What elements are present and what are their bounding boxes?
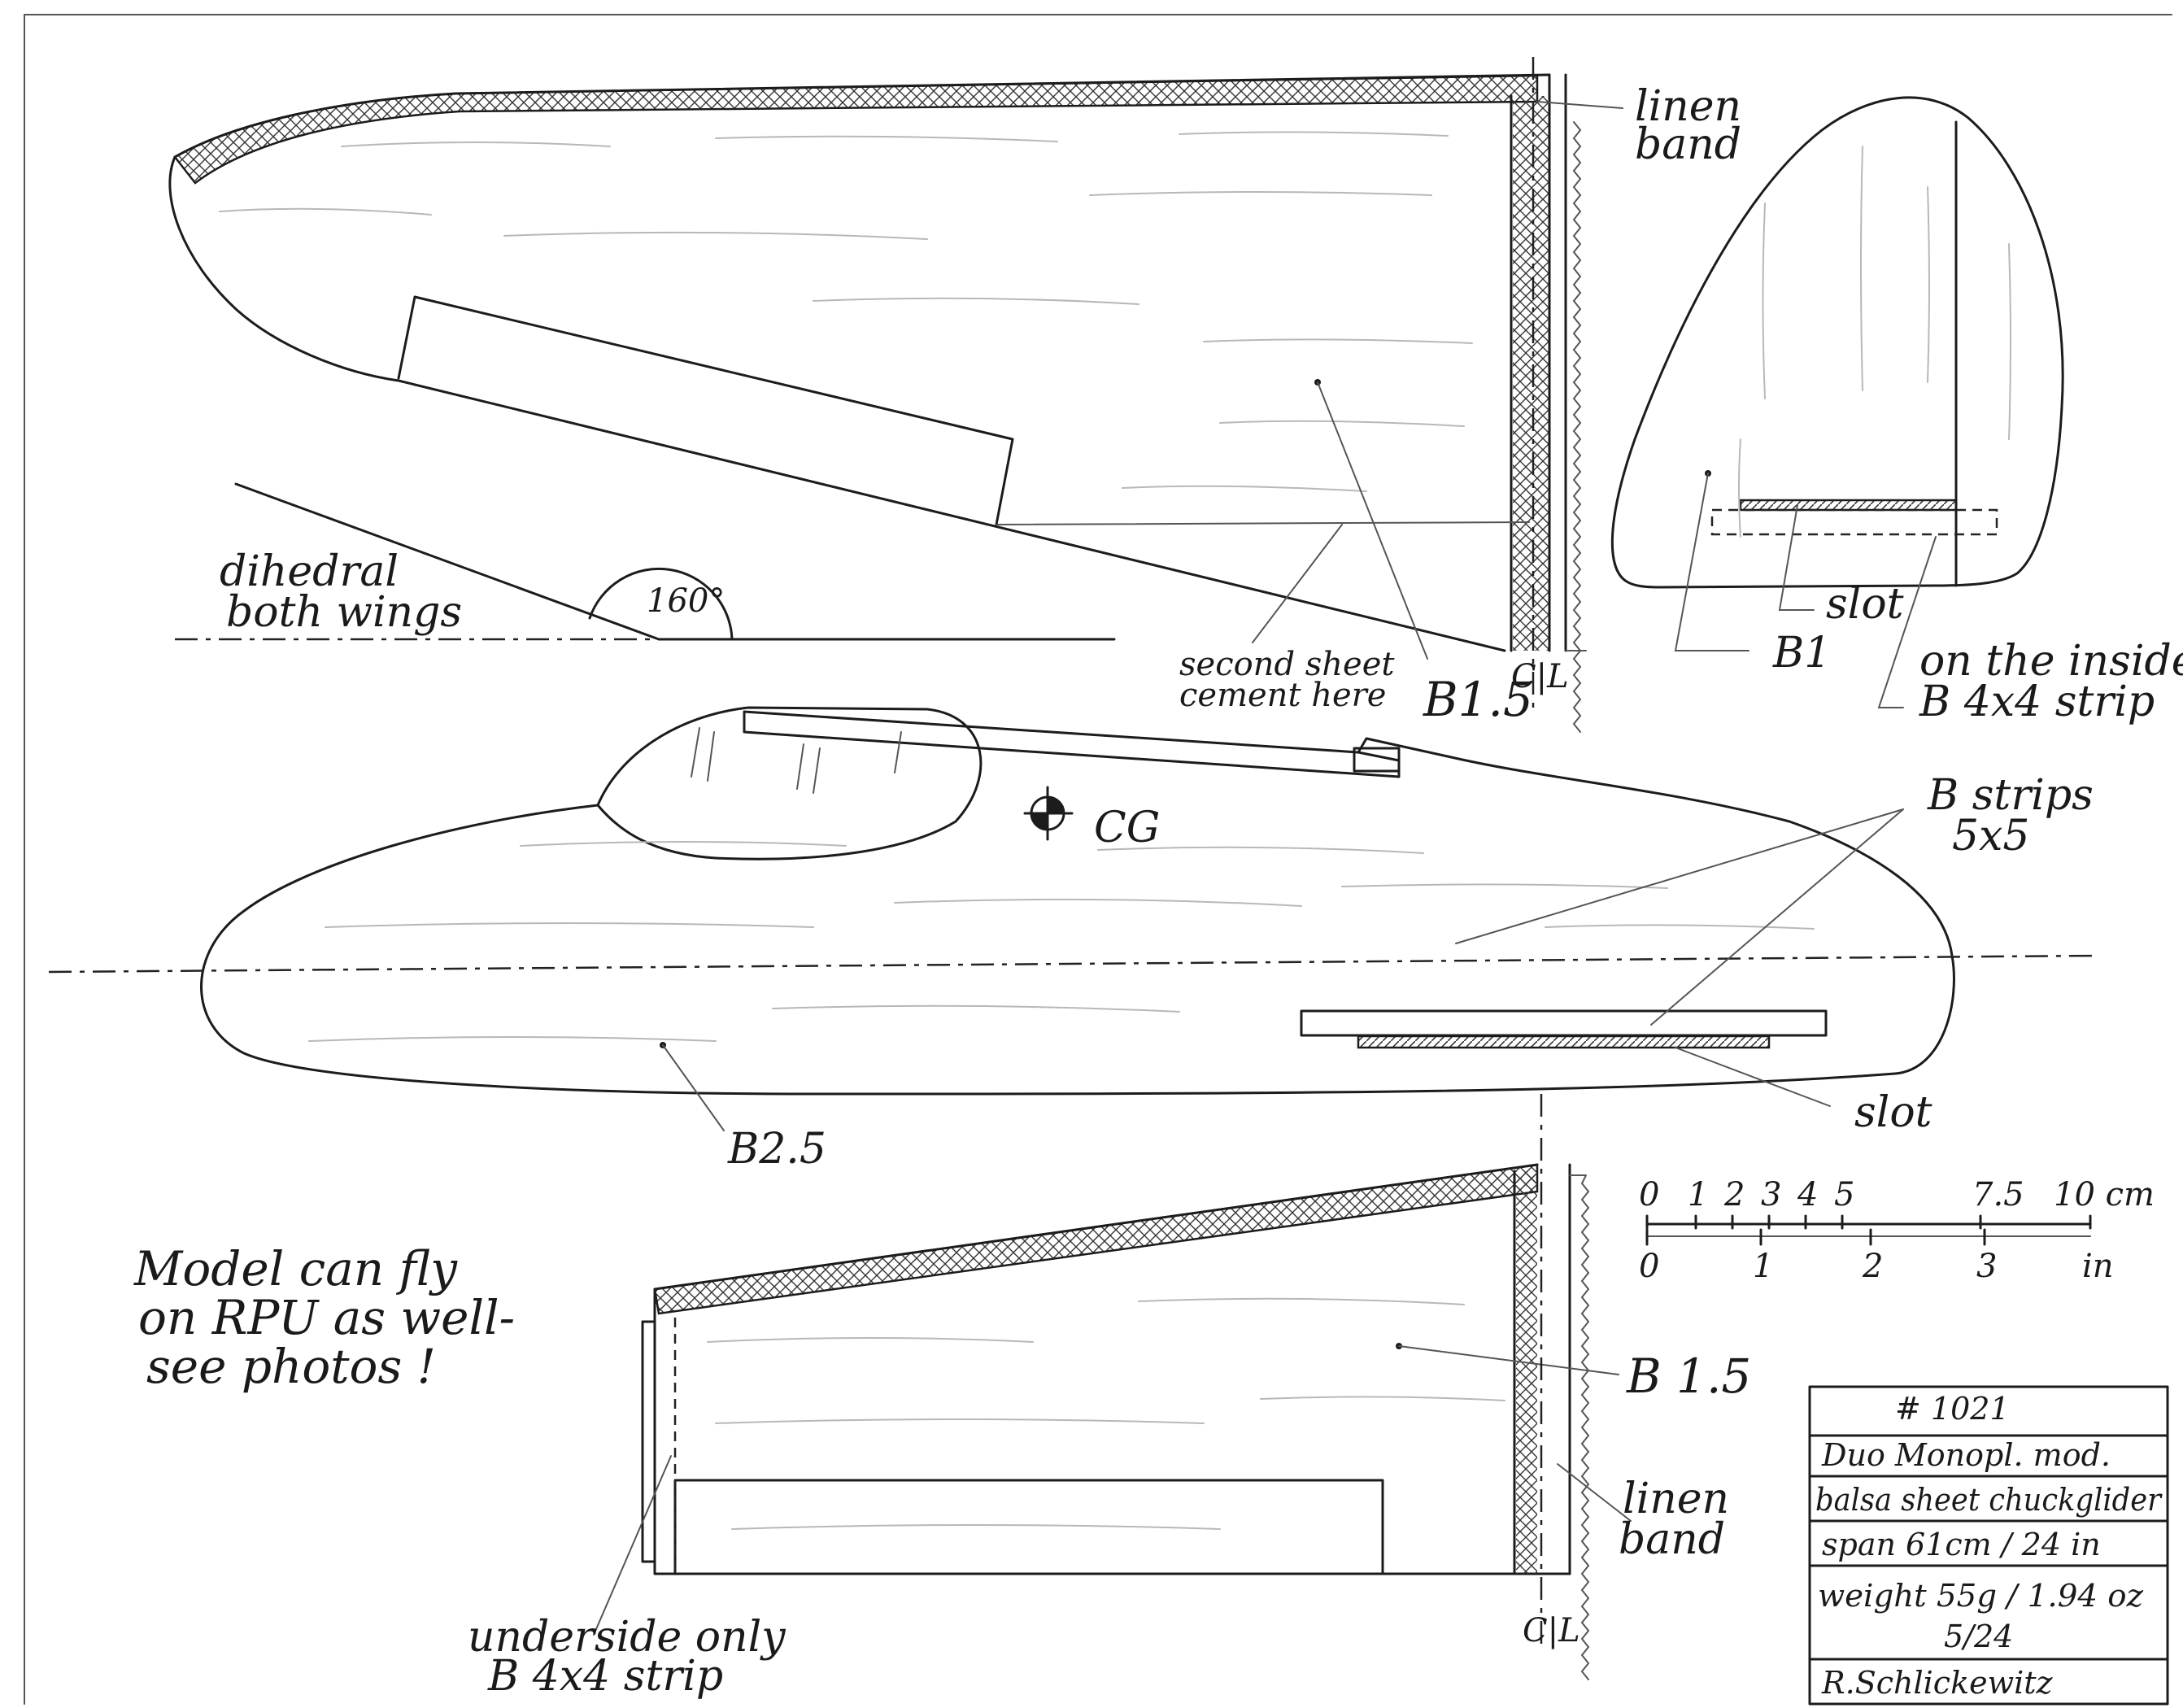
label-fin-b1: B1 — [1772, 629, 1831, 678]
fuselage-outline — [200, 737, 1955, 1096]
scale-in-label: 1 — [1753, 1248, 1773, 1285]
label-fuselage-sheet: B2.5 — [727, 1125, 826, 1174]
scale-cm-label: 2 — [1723, 1176, 1745, 1213]
fuselage-b-strip — [1300, 1009, 1828, 1037]
label-linen-band-top-2: band — [1635, 120, 1741, 169]
stab-root-hatch — [1516, 1171, 1537, 1574]
stab-leading-edge-hatch — [653, 1163, 1539, 1315]
scale-in-ticks: 0 1 2 3 in — [1639, 1228, 2114, 1285]
fuselage-wing-key — [1353, 747, 1401, 773]
fuselage-centerline — [48, 954, 2099, 974]
label-wing-sheet-top: B1.5 — [1423, 672, 1533, 727]
fin-inside-strip — [1710, 508, 1998, 536]
label-cg: CG — [1094, 804, 1160, 852]
wing-mount — [743, 710, 1401, 778]
dihedral-diagram — [175, 482, 1116, 641]
note-line-3: see photos ! — [146, 1339, 436, 1394]
wing-second-sheet-line — [996, 521, 1530, 525]
scale-cm-label: 7.5 — [1972, 1176, 2024, 1213]
fuselage-slot — [1357, 1035, 1771, 1049]
scale-in-label: 2 — [1862, 1248, 1883, 1285]
label-underside-1: underside only — [468, 1613, 786, 1662]
stab-underside-strip — [641, 1320, 656, 1563]
scale-in-label: 0 — [1639, 1248, 1659, 1285]
label-fuselage-slot: slot — [1854, 1088, 1932, 1137]
label-second-sheet-2: cement here — [1179, 677, 1386, 714]
label-fin-strip-2: B 4x4 strip — [1919, 678, 2155, 726]
title-type: balsa sheet chuckglider — [1815, 1482, 2163, 1518]
scale-cm-label: 5 — [1834, 1176, 1854, 1213]
title-block — [1808, 1385, 2169, 1706]
stab-grain — [707, 1297, 1505, 1530]
label-centerline-bottom: C|L — [1523, 1612, 1580, 1649]
wing-outline — [168, 73, 1551, 652]
title-date: 5/24 — [1944, 1619, 2013, 1654]
scale-cm-label: 3 — [1761, 1176, 1781, 1213]
wing-leading-edge-hatch — [173, 74, 1539, 185]
label-dihedral-angle: 160° — [647, 582, 725, 620]
scale-cm-label: 10 cm — [2054, 1176, 2155, 1213]
label-underside-2: B 4x4 strip — [487, 1652, 723, 1701]
note-line-2: on RPU as well- — [138, 1290, 515, 1345]
wing-root-hatch — [1513, 96, 1549, 651]
wing-grain — [219, 131, 1473, 492]
canopy-outline — [596, 706, 983, 861]
label-linen-band-top-1: linen — [1635, 82, 1741, 131]
canopy-glare — [691, 727, 902, 794]
wing-second-sheet-area — [397, 295, 1014, 526]
fin-view — [1610, 96, 2064, 708]
fin-grain — [1738, 146, 2011, 538]
scale-cm-label: 1 — [1688, 1176, 1708, 1213]
label-fin-strip-1: on the inside — [1919, 637, 2183, 686]
scale-in-label: 3 — [1976, 1248, 1997, 1285]
label-fin-slot: slot — [1826, 580, 1904, 629]
fuselage-grain — [308, 841, 1815, 1042]
label-stab-sheet: B 1.5 — [1626, 1349, 1751, 1404]
fin-outline — [1610, 96, 2064, 589]
scale-cm-label: 0 — [1639, 1176, 1659, 1213]
note-line-1b: Model can fly — [133, 1241, 458, 1296]
title-span: span 61cm / 24 in — [1822, 1527, 2101, 1562]
stab-elevator — [673, 1479, 1384, 1575]
label-centerline-top: C|L — [1511, 658, 1569, 695]
label-second-sheet-1: second sheet — [1179, 646, 1395, 683]
title-weight: weight 55g / 1.94 oz — [1818, 1578, 2144, 1614]
label-b-strips-1: B strips — [1927, 771, 2094, 820]
scale-in-label: in — [2082, 1248, 2114, 1285]
label-linen-band-bottom-2: band — [1619, 1515, 1725, 1564]
stab-linen-band-edge — [1569, 1174, 1590, 1680]
label-dihedral-1: dihedral — [220, 547, 399, 596]
wing-plan-view — [168, 57, 1623, 733]
fin-slot-strip — [1739, 499, 1958, 512]
label-linen-band-bottom-1: linen — [1623, 1475, 1729, 1523]
title-number: # 1021 — [1895, 1391, 2010, 1427]
title-author: R.Schlickewitz — [1821, 1665, 2054, 1701]
label-dihedral-2: both wings — [226, 588, 462, 637]
wing-linen-band-edge — [1572, 121, 1582, 733]
stabilizer-plan-view — [593, 1094, 1632, 1680]
scale-cm-label: 4 — [1797, 1176, 1818, 1213]
title-name: Duo Monopl. mod. — [1821, 1437, 2111, 1473]
sheet-border — [24, 14, 2172, 1705]
label-b-strips-2: 5x5 — [1952, 812, 2030, 861]
fuselage-side-view — [48, 706, 2099, 1131]
cg-symbol — [1023, 786, 1074, 841]
